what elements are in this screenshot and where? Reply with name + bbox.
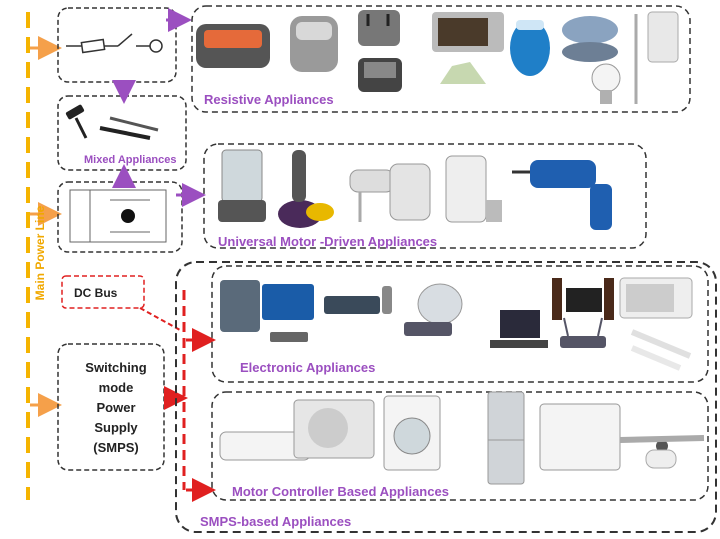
stand-mixer-icon bbox=[389, 163, 431, 221]
electronic-appliances-box bbox=[211, 265, 709, 383]
smps-based-label: SMPS-based Appliances bbox=[200, 514, 352, 529]
microwave-icon bbox=[619, 277, 693, 319]
desktop-computer-icon bbox=[220, 280, 314, 342]
rice-cooker-icon bbox=[290, 16, 338, 72]
smps-line: mode bbox=[98, 380, 134, 395]
smps-line: Power bbox=[96, 400, 136, 415]
universal-motor-box bbox=[203, 143, 647, 249]
dc-bus-box bbox=[61, 275, 145, 309]
chest-freezer-icon bbox=[539, 403, 621, 471]
grill-icon bbox=[358, 58, 402, 92]
resistive-appliances-label: Resistive Appliances bbox=[204, 92, 334, 107]
electronic-appliances-label: Electronic Appliances bbox=[240, 360, 376, 375]
toaster-icon bbox=[358, 10, 400, 46]
kettle-icon bbox=[510, 20, 550, 76]
resistive-appliances-box bbox=[191, 5, 691, 113]
slow-cooker-icon bbox=[196, 24, 270, 68]
smps-line: Supply bbox=[94, 420, 138, 435]
washing-machine-icon bbox=[383, 395, 441, 471]
ceiling-fan-icon bbox=[619, 435, 705, 469]
motor-controller-label: Motor Controller Based Appliances bbox=[232, 484, 449, 499]
main-power-line-label: Main Power Line bbox=[33, 205, 47, 301]
switch-box bbox=[57, 7, 177, 83]
satellite-dish-icon bbox=[404, 283, 463, 336]
switch-symbol-icon bbox=[66, 33, 163, 54]
dvd-player-icon bbox=[324, 286, 392, 314]
home-theater-icon bbox=[552, 278, 614, 320]
microwave-oven-icon bbox=[432, 12, 504, 52]
smps-label: Switching mode Power Supply (SMPS) bbox=[64, 358, 168, 458]
hand-mixer-icon bbox=[349, 169, 395, 222]
air-conditioner-icon bbox=[219, 399, 375, 461]
food-processor-icon bbox=[218, 149, 266, 222]
smps-based-box bbox=[175, 261, 717, 533]
hair-dryer-icon bbox=[65, 104, 88, 139]
juicer-icon bbox=[445, 155, 502, 223]
universal-motor-label: Universal Motor -Driven Appliances bbox=[218, 234, 438, 249]
iron-icon bbox=[440, 62, 486, 84]
fluorescent-tube-icon bbox=[630, 329, 692, 371]
smps-line: (SMPS) bbox=[93, 440, 139, 455]
mixed-appliances-label: Mixed Appliances bbox=[84, 154, 177, 166]
refrigerator-icon bbox=[487, 391, 525, 485]
water-heater-icon bbox=[634, 11, 679, 104]
power-drill-icon bbox=[512, 160, 612, 230]
router-icon bbox=[560, 317, 606, 348]
light-bulb-icon bbox=[591, 63, 621, 104]
curling-iron-icon bbox=[99, 116, 159, 140]
waffle-maker-icon bbox=[562, 16, 618, 62]
vacuum-cleaner-icon bbox=[278, 150, 334, 228]
dc-bus-link bbox=[139, 307, 181, 331]
laptop-icon bbox=[490, 310, 548, 348]
motor-circuit-icon bbox=[69, 189, 167, 243]
motor-controller-box bbox=[211, 391, 709, 501]
dc-bus-label: DC Bus bbox=[74, 286, 118, 300]
smps-line: Switching bbox=[85, 360, 147, 375]
